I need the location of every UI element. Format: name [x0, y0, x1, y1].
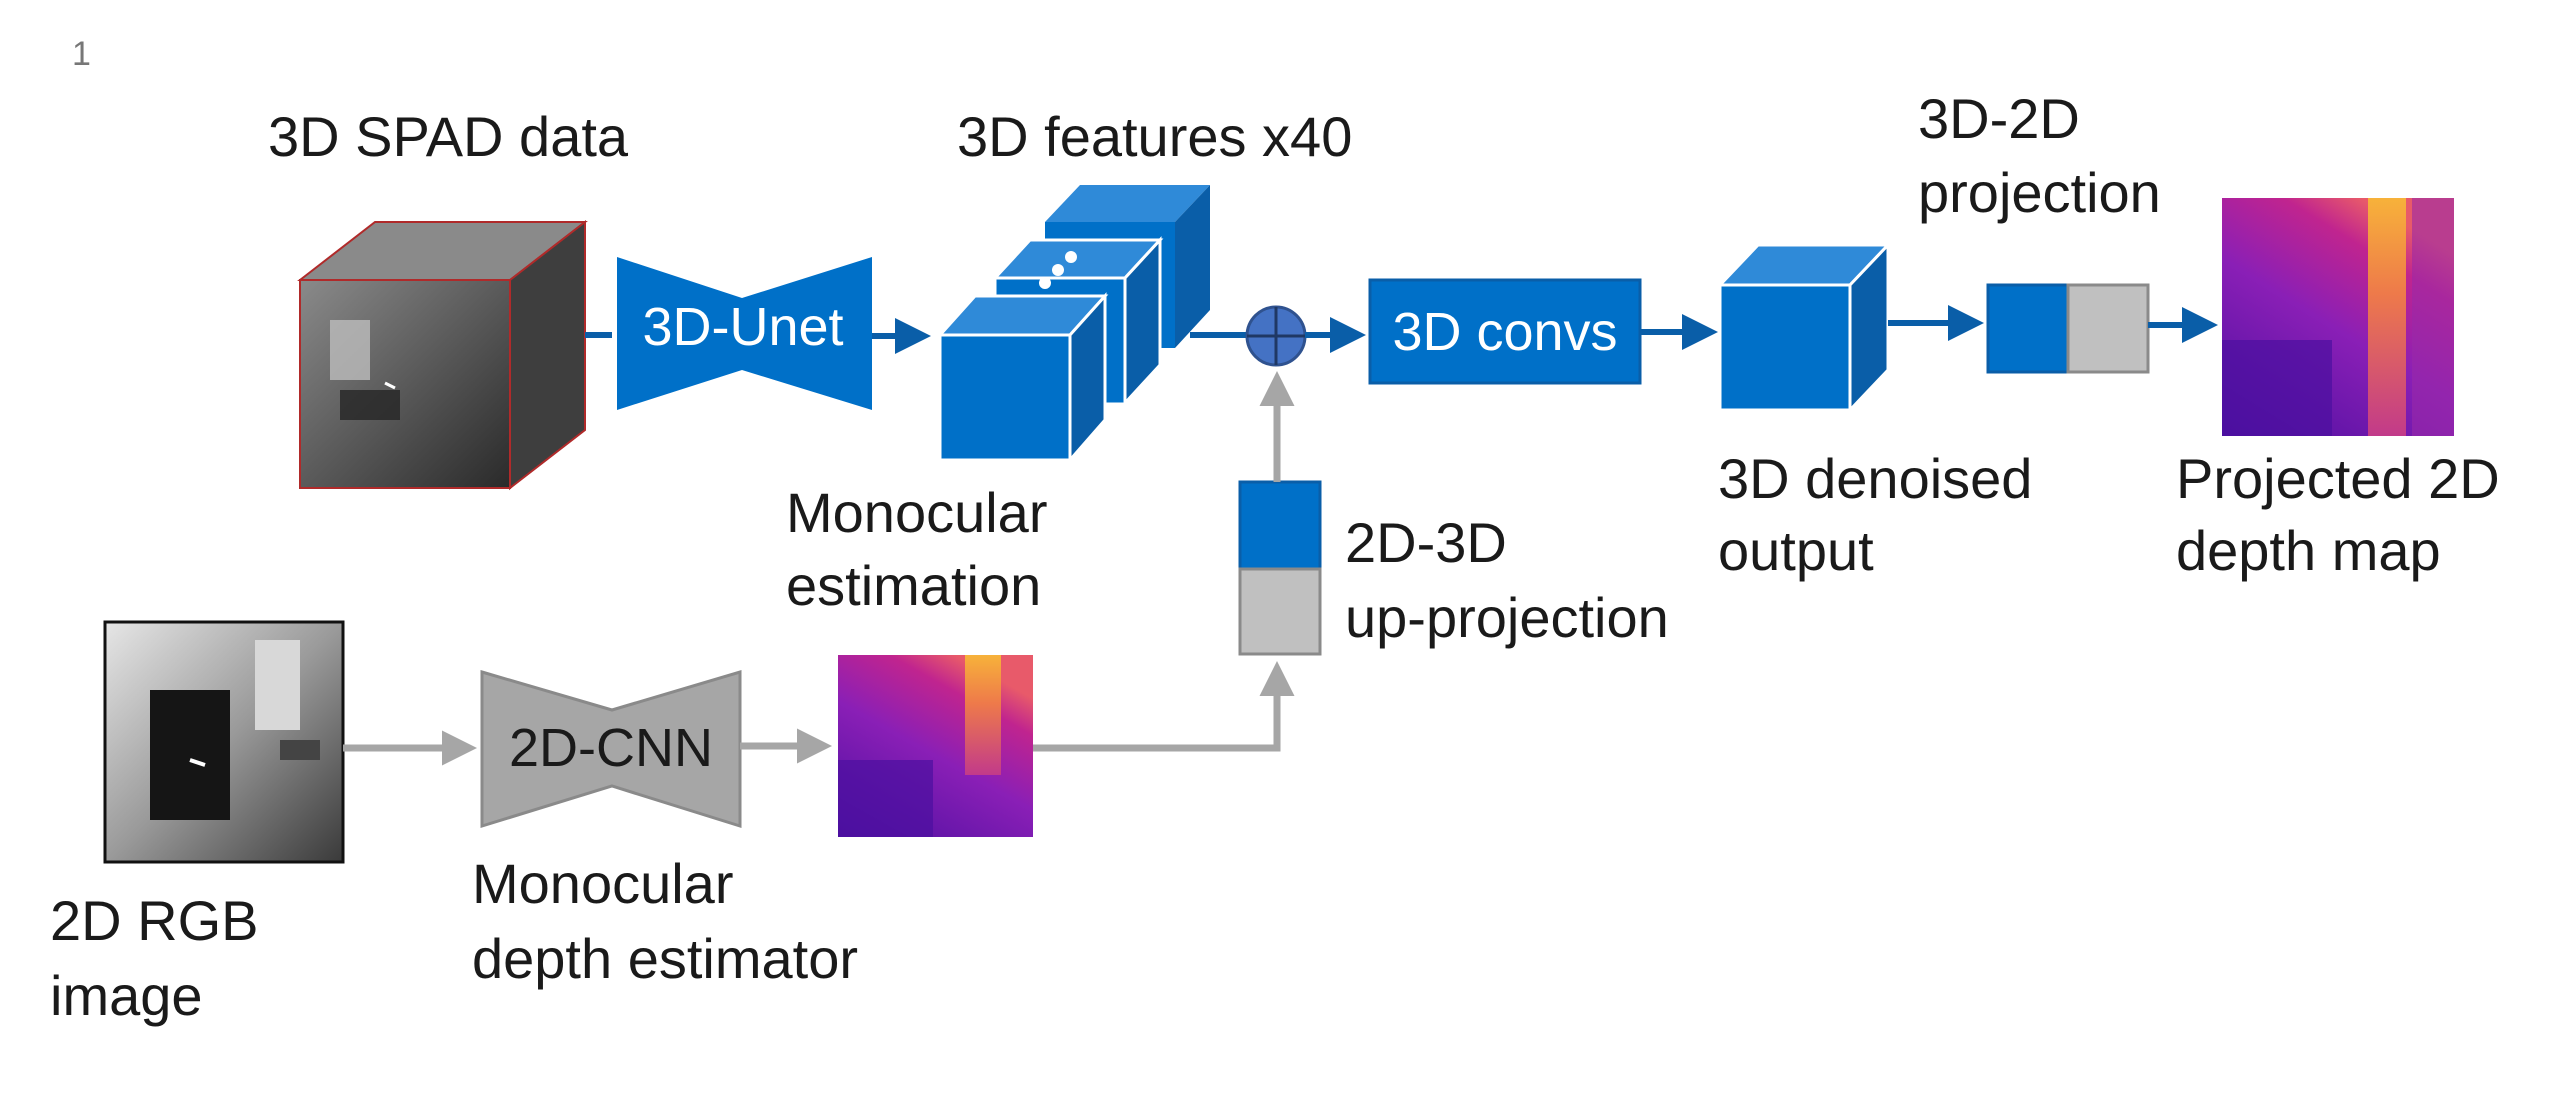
- projection-3d2d-block: [1986, 283, 2150, 374]
- label-projection-3d2d-line1: 3D-2D: [1918, 87, 2080, 150]
- convs-block-label: 3D convs: [1392, 302, 1617, 362]
- label-monocular-estimation-line2: estimation: [786, 554, 1041, 617]
- label-projected-map-line1: Projected 2D: [2176, 447, 2500, 510]
- up-projection-block: [1238, 480, 1322, 656]
- label-denoised-line1: 3D denoised: [1718, 447, 2032, 510]
- denoised-output-cube: [1716, 241, 1892, 414]
- label-features: 3D features x40: [957, 105, 1352, 168]
- cnn-block: [480, 669, 742, 829]
- label-monocular-estimation-line1: Monocular: [786, 481, 1047, 544]
- spad-data-cube: [297, 219, 588, 491]
- label-projected-map-line2: depth map: [2176, 519, 2441, 582]
- label-rgb-line1: 2D RGB: [50, 889, 259, 952]
- rgb-image: [103, 620, 345, 864]
- label-spad-data: 3D SPAD data: [268, 105, 629, 168]
- label-up-projection-line1: 2D-3D: [1345, 511, 1507, 574]
- feature-cubes: [936, 185, 1210, 464]
- projected-depth-map: [2222, 198, 2454, 436]
- page-number: 1: [72, 35, 91, 73]
- sum-node: [1245, 305, 1307, 367]
- label-rgb-line2: image: [50, 964, 203, 1027]
- unet-block: [617, 257, 872, 410]
- label-up-projection-line2: up-projection: [1345, 586, 1669, 649]
- monocular-estimation-image: [838, 655, 1033, 837]
- feature-cube-front: [936, 292, 1109, 464]
- arrow-estimation-to-upprojection: [1033, 661, 1295, 752]
- label-projection-3d2d-line2: projection: [1918, 161, 2161, 224]
- label-denoised-line2: output: [1718, 519, 1874, 582]
- label-estimator-line1: Monocular: [472, 852, 733, 915]
- unet-block-label: 3D-Unet: [642, 297, 843, 357]
- label-estimator-line2: depth estimator: [472, 927, 858, 990]
- cnn-block-label: 2D-CNN: [509, 718, 713, 778]
